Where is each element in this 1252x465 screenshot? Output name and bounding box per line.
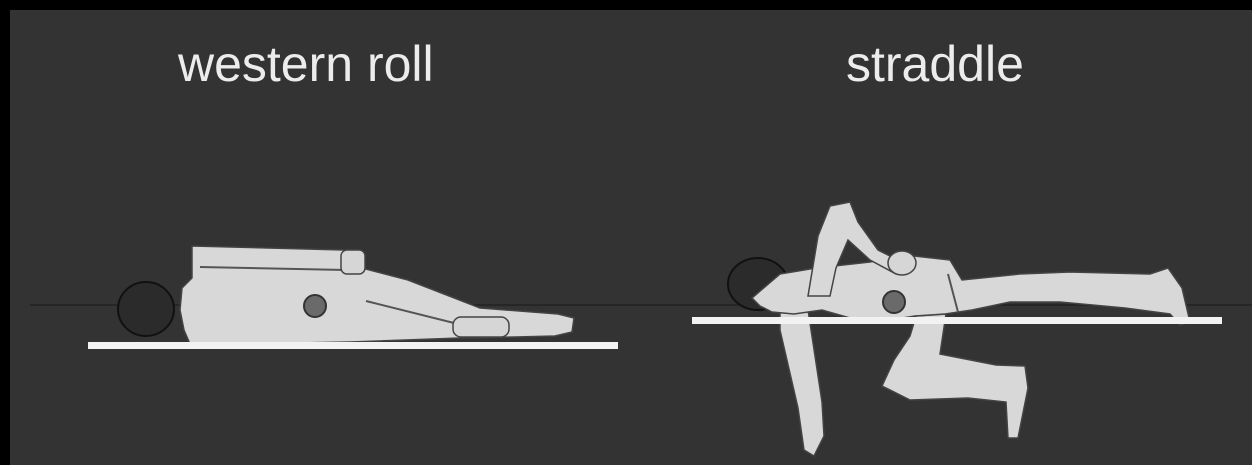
western-roll-figure — [118, 246, 574, 344]
diagram-canvas: western roll straddle — [10, 10, 1252, 465]
western-roll-bar — [88, 342, 618, 349]
straddle-bent-leg — [882, 314, 1028, 438]
western-roll-upper-hand — [341, 250, 365, 274]
straddle-figure — [728, 202, 1190, 456]
western-roll-center-of-mass — [304, 295, 326, 317]
western-roll-body — [180, 246, 574, 344]
diagram-illustration — [10, 10, 1252, 465]
western-roll-lower-hand — [453, 317, 509, 337]
western-roll-head — [118, 282, 174, 336]
straddle-hand — [888, 251, 916, 275]
straddle-bar — [692, 317, 1222, 324]
straddle-center-of-mass — [883, 291, 905, 313]
straddle-hanging-arm — [780, 310, 824, 456]
